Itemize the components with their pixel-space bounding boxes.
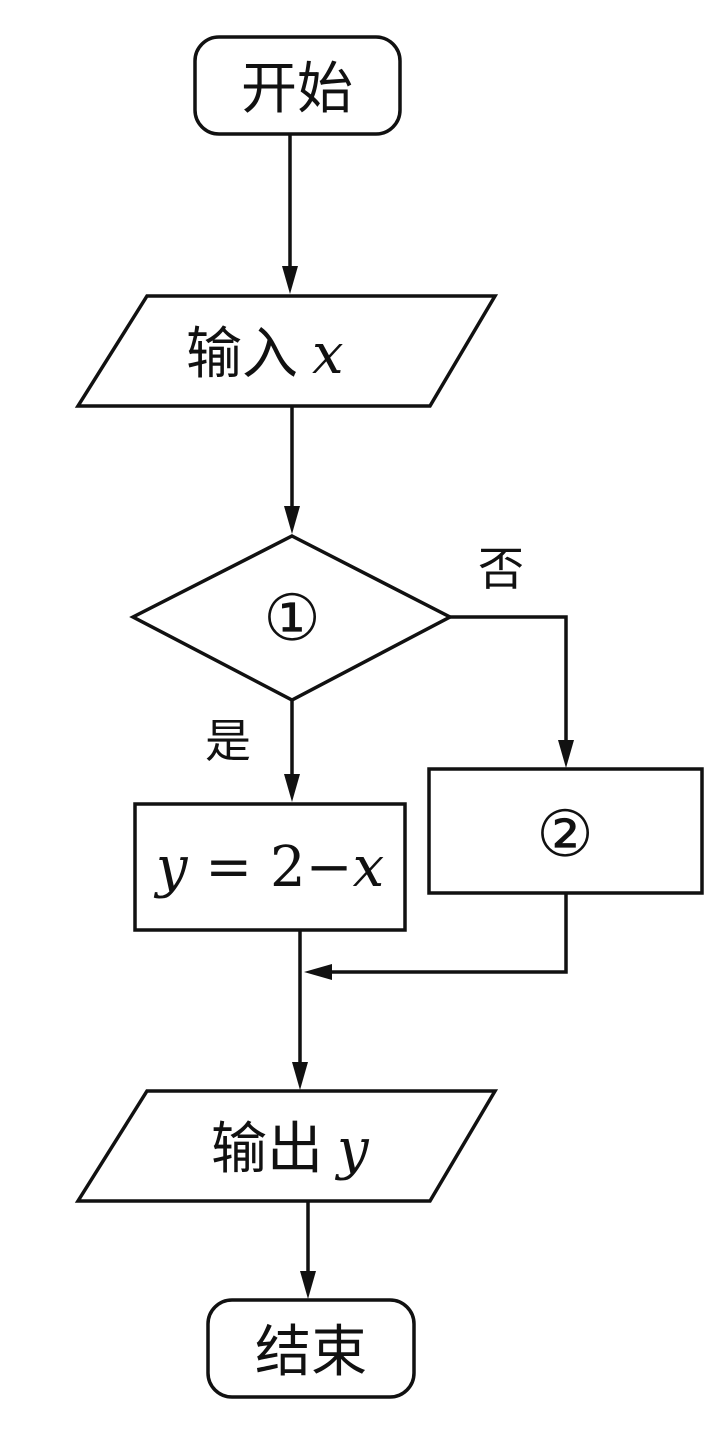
- process-yes-label: y = 2−x: [153, 835, 384, 900]
- edge-merge-no: [330, 893, 568, 974]
- output-label-var: y: [334, 1117, 370, 1182]
- input-label-var: x: [312, 322, 344, 387]
- process-no-label: ②: [536, 798, 593, 872]
- output-node: [74, 1089, 499, 1203]
- end-label: 结束: [255, 1320, 367, 1385]
- process-yes-var-y: y: [153, 835, 189, 900]
- arrowhead-input-decision: [284, 506, 300, 534]
- arrowhead-yes-output: [292, 1062, 308, 1090]
- no-branch-label: 否: [478, 542, 524, 596]
- arrowhead-decision-no: [558, 740, 574, 768]
- process-yes-formula: = 2−: [187, 835, 352, 900]
- start-node: [193, 35, 402, 136]
- output-label-text: 输出: [211, 1117, 323, 1182]
- input-node: [74, 294, 499, 408]
- start-label: 开始: [241, 57, 353, 122]
- process-yes-node: [133, 802, 407, 932]
- input-label-text: 输入: [186, 322, 298, 387]
- decision-label: ①: [263, 582, 320, 656]
- arrowhead-output-end: [300, 1271, 316, 1299]
- yes-branch-label: 是: [205, 714, 251, 768]
- arrowhead-start-input: [282, 266, 298, 294]
- end-node: [206, 1298, 416, 1399]
- arrowhead-merge: [304, 964, 332, 980]
- process-yes-var-x: x: [353, 835, 385, 900]
- arrowhead-decision-yes: [284, 774, 300, 802]
- process-no-node: [427, 767, 704, 895]
- edge-decision-no: [450, 615, 568, 744]
